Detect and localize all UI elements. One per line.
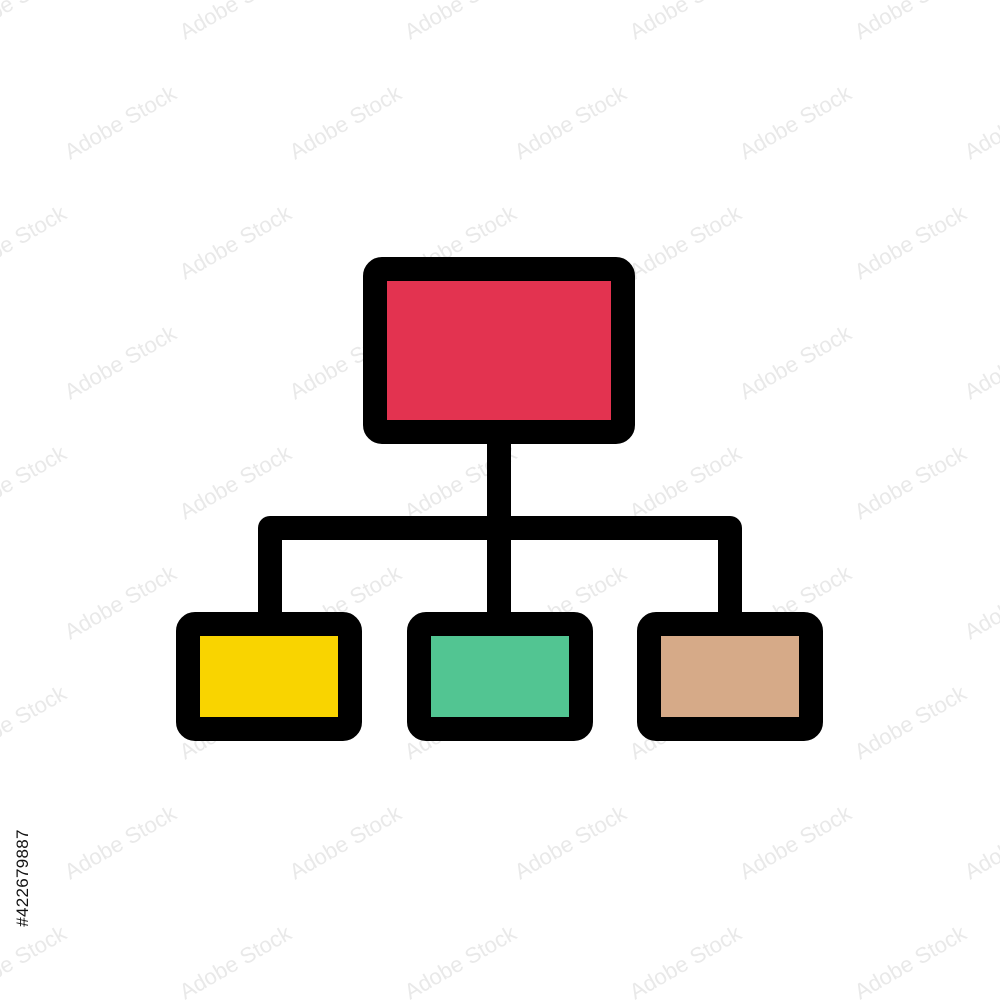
child-node-middle [407, 612, 593, 741]
child-node-right [637, 612, 823, 741]
child-node-left [176, 612, 362, 741]
stock-id-label: #422679887 [13, 829, 32, 927]
connector-lines [258, 431, 742, 624]
root-node [363, 257, 635, 444]
